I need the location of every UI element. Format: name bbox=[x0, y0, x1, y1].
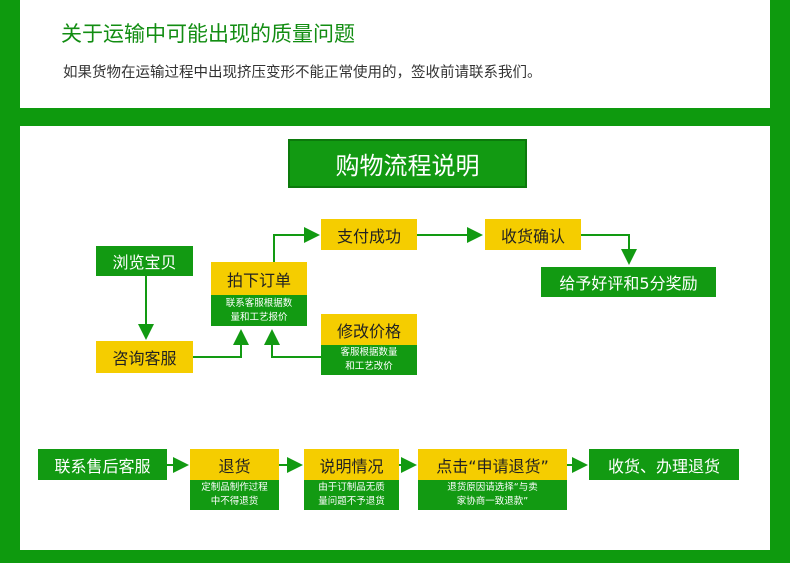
notice-panel: 关于运输中可能出现的质量问题 如果货物在运输过程中出现挤压变形不能正常使用的，签… bbox=[20, 0, 770, 108]
explain-note-line-1: 由于订制品无质 bbox=[318, 482, 385, 493]
return-step-refund: 退货 bbox=[190, 449, 279, 480]
modify-note-line-1: 客服根据数量 bbox=[340, 347, 398, 358]
return-step-apply: 点击“申请退货” bbox=[418, 449, 567, 480]
modify-note-line-2: 和工艺改价 bbox=[345, 361, 393, 372]
arrow-confirm-review bbox=[581, 234, 637, 265]
arrow-modify-order bbox=[264, 329, 321, 358]
step-browse: 浏览宝贝 bbox=[96, 246, 193, 276]
step-consult: 咨询客服 bbox=[96, 341, 193, 373]
return-step-contact: 联系售后客服 bbox=[38, 449, 167, 480]
order-note-line-1: 联系客服根据数 bbox=[225, 297, 293, 309]
apply-note-line-2: 家协商一致退款” bbox=[456, 496, 529, 507]
flow-title: 购物流程说明 bbox=[288, 139, 527, 188]
explain-note: 由于订制品无质 量问题不予退货 bbox=[304, 480, 399, 510]
refund-note-line-2: 中不得退货 bbox=[210, 496, 259, 507]
modify-note: 客服根据数量 和工艺改价 bbox=[321, 345, 417, 375]
notice-text: 如果货物在运输过程中出现挤压变形不能正常使用的，签收前请联系我们。 bbox=[63, 65, 542, 81]
return-step-final: 收货、办理退货 bbox=[589, 449, 739, 480]
arrow-consult-order bbox=[193, 329, 249, 358]
order-note: 联系客服根据数 量和工艺报价 bbox=[211, 295, 307, 326]
refund-note-line-1: 定制品制作过程 bbox=[201, 482, 268, 493]
refund-note: 定制品制作过程 中不得退货 bbox=[190, 480, 279, 510]
step-review: 给予好评和5分奖励 bbox=[541, 267, 716, 297]
step-modify: 修改价格 bbox=[321, 314, 417, 345]
arrow-order-pay bbox=[273, 227, 320, 262]
order-note-line-2: 量和工艺报价 bbox=[230, 311, 288, 323]
step-order: 拍下订单 bbox=[211, 262, 307, 295]
return-step-explain: 说明情况 bbox=[304, 449, 399, 480]
explain-note-line-2: 量问题不予退货 bbox=[318, 496, 385, 507]
step-confirm: 收货确认 bbox=[485, 219, 581, 250]
apply-note: 退货原因请选择“与卖 家协商一致退款” bbox=[418, 480, 567, 510]
step-pay: 支付成功 bbox=[321, 219, 417, 250]
notice-title: 关于运输中可能出现的质量问题 bbox=[61, 22, 355, 46]
apply-note-line-1: 退货原因请选择“与卖 bbox=[447, 482, 538, 493]
